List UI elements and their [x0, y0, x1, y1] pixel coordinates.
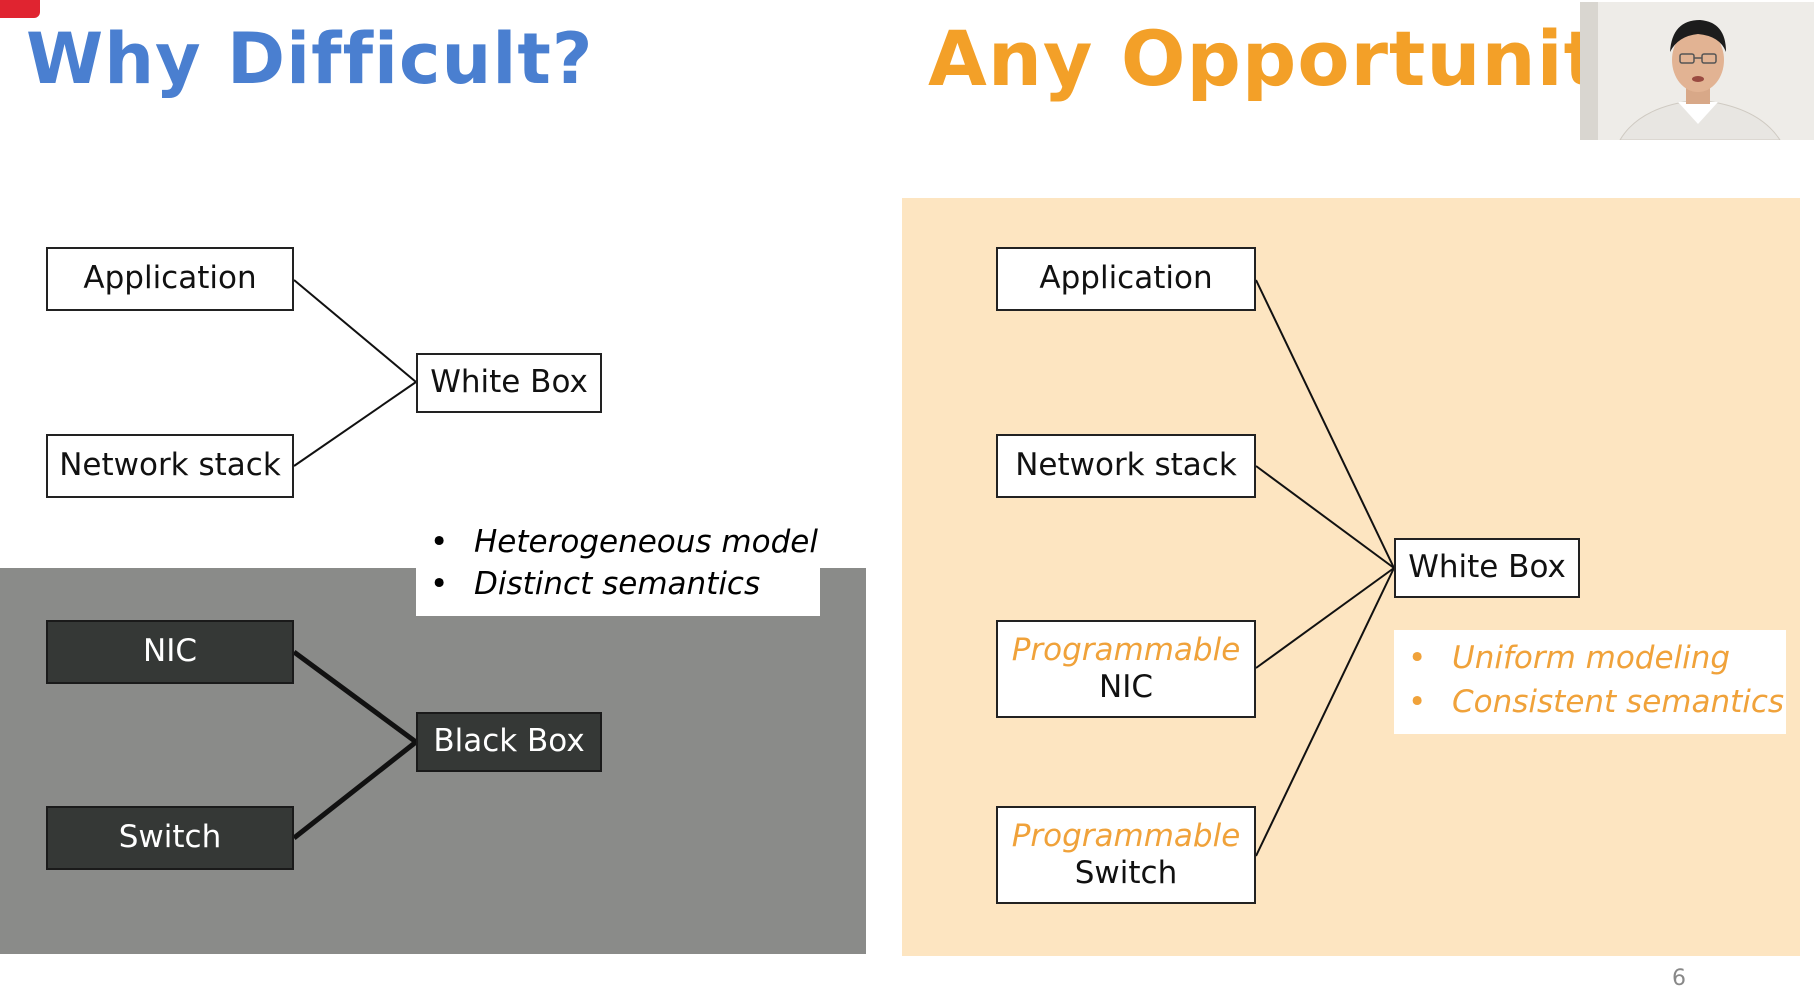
bullet-icon: • — [1408, 640, 1427, 676]
note-text: Heterogeneous model — [474, 524, 818, 560]
slide-title-left: Why Difficult? — [26, 18, 594, 100]
programmable-label: Programmable — [1011, 817, 1241, 854]
bullet-icon: • — [430, 524, 449, 560]
connector-r-networkstack-whitebox — [1255, 465, 1395, 569]
connector-switch-blackbox — [292, 740, 418, 840]
note-text: Uniform modeling — [1452, 640, 1731, 676]
connector-networkstack-whitebox — [293, 381, 417, 467]
connector-application-whitebox — [293, 279, 417, 383]
node-switch-left: Switch — [46, 806, 294, 870]
node-programmable-switch: Programmable Switch — [996, 806, 1256, 904]
node-nic-left: NIC — [46, 620, 294, 684]
node-black-box: Black Box — [416, 712, 602, 772]
slide-title-right: Any Opportunity? — [928, 14, 1697, 103]
node-white-box-right: White Box — [1394, 538, 1580, 598]
node-label: Switch — [1074, 855, 1178, 891]
connector-nic-blackbox — [292, 649, 418, 745]
node-network-stack-left: Network stack — [46, 434, 294, 498]
opportunity-notes: • Uniform modeling • Consistent semantic… — [1394, 630, 1786, 734]
connector-r-nic-whitebox — [1255, 567, 1395, 669]
node-programmable-nic: Programmable NIC — [996, 620, 1256, 718]
programmable-label: Programmable — [1011, 631, 1241, 668]
page-number: 6 — [1672, 966, 1686, 991]
node-label: NIC — [1099, 669, 1153, 705]
note-text: Consistent semantics — [1452, 684, 1785, 720]
presenter-video-icon — [1580, 2, 1814, 140]
connector-r-application-whitebox — [1255, 279, 1395, 569]
node-application-right: Application — [996, 247, 1256, 311]
presenter-webcam — [1580, 2, 1814, 140]
node-application-left: Application — [46, 247, 294, 311]
bullet-icon: • — [1408, 684, 1427, 720]
recording-badge — [0, 0, 40, 18]
note-text: Distinct semantics — [474, 566, 761, 602]
node-white-box-left: White Box — [416, 353, 602, 413]
difficulty-notes: • Heterogeneous model • Distinct semanti… — [416, 522, 820, 616]
node-network-stack-right: Network stack — [996, 434, 1256, 498]
connector-r-switch-whitebox — [1255, 567, 1395, 857]
bullet-icon: • — [430, 566, 449, 602]
